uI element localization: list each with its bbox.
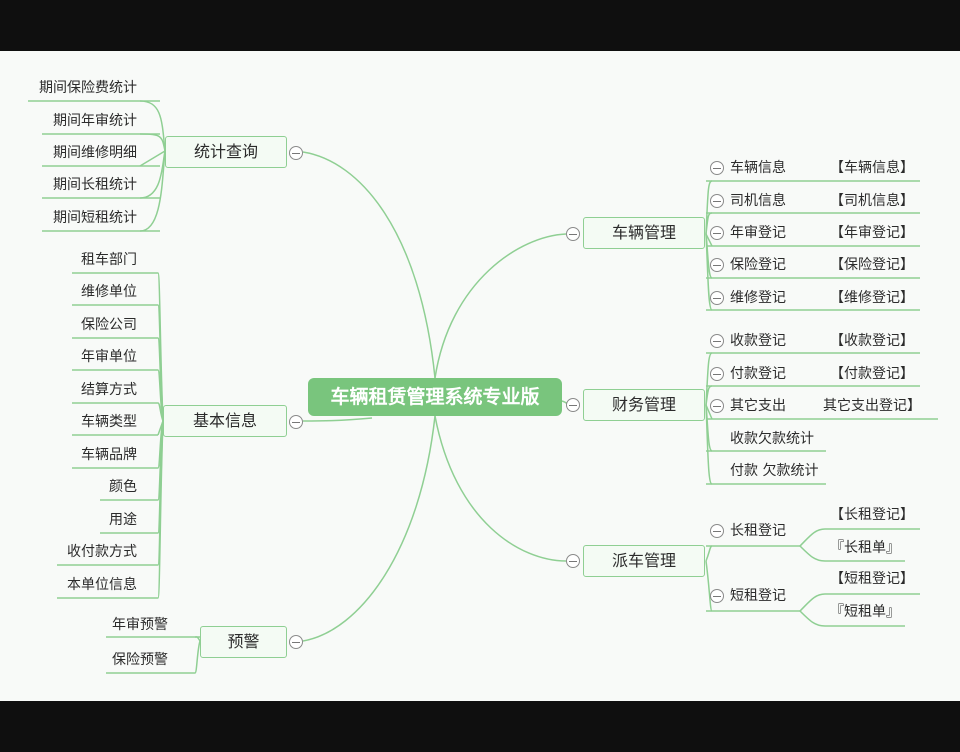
list-item[interactable]: 结算方式 [81,382,137,398]
list-item[interactable]: 期间长租统计 [53,177,137,193]
list-item[interactable]: 期间维修明细 [53,145,137,161]
top-letterbox [0,0,960,51]
list-item[interactable]: 期间年审统计 [53,113,137,129]
bottom-letterbox [0,701,960,752]
collapse-icon[interactable] [566,554,580,568]
list-item[interactable]: 收款欠款统计 [730,431,814,447]
list-item[interactable]: 维修单位 [81,284,137,300]
collapse-icon[interactable] [566,398,580,412]
link-tag[interactable]: 【长租登记】 [830,507,914,523]
list-item[interactable]: 租车部门 [81,252,137,268]
list-item[interactable]: 车辆品牌 [81,447,137,463]
collapse-icon[interactable] [710,291,724,305]
collapse-icon[interactable] [710,161,724,175]
link-tag[interactable]: 【年审登记】 [830,225,914,241]
list-item[interactable]: 付款登记 [730,366,786,382]
list-item[interactable]: 年审登记 [730,225,786,241]
branch-basic-info[interactable]: 基本信息 [163,405,287,437]
list-item[interactable]: 司机信息 [730,193,786,209]
list-item[interactable]: 短租登记 [730,588,786,604]
list-item[interactable]: 年审单位 [81,349,137,365]
collapse-icon[interactable] [289,415,303,429]
link-tag[interactable]: 其它支出登记】 [823,398,921,414]
list-item[interactable]: 用途 [109,512,137,528]
list-item[interactable]: 长租登记 [730,523,786,539]
link-tag[interactable]: 『长租单』 [830,540,900,556]
collapse-icon[interactable] [710,367,724,381]
list-item[interactable]: 车辆类型 [81,414,137,430]
list-item[interactable]: 维修登记 [730,290,786,306]
list-item[interactable]: 保险公司 [81,317,137,333]
list-item[interactable]: 保险登记 [730,257,786,273]
link-tag[interactable]: 『短租单』 [830,604,900,620]
list-item[interactable]: 收款登记 [730,333,786,349]
branch-warning[interactable]: 预警 [200,626,287,658]
list-item[interactable]: 期间保险费统计 [39,80,137,96]
list-item[interactable]: 本单位信息 [67,577,137,593]
branch-finance-management[interactable]: 财务管理 [583,389,705,421]
link-tag[interactable]: 【短租登记】 [830,571,914,587]
list-item[interactable]: 付款 欠款统计 [730,463,819,479]
collapse-icon[interactable] [710,194,724,208]
link-tag[interactable]: 【司机信息】 [830,193,914,209]
branch-vehicle-management[interactable]: 车辆管理 [583,217,705,249]
collapse-icon[interactable] [710,334,724,348]
list-item[interactable]: 其它支出 [730,398,786,414]
list-item[interactable]: 颜色 [109,479,137,495]
central-topic[interactable]: 车辆租赁管理系统专业版 [308,378,562,416]
list-item[interactable]: 期间短租统计 [53,210,137,226]
collapse-icon[interactable] [710,258,724,272]
link-tag[interactable]: 【维修登记】 [830,290,914,306]
list-item[interactable]: 收付款方式 [67,544,137,560]
collapse-icon[interactable] [710,589,724,603]
collapse-icon[interactable] [710,399,724,413]
link-tag[interactable]: 【保险登记】 [830,257,914,273]
link-tag[interactable]: 【收款登记】 [830,333,914,349]
mindmap-canvas: 车辆租赁管理系统专业版 统计查询 基本信息 预警 车辆管理 财务管理 派车管理 … [0,51,960,701]
link-tag[interactable]: 【车辆信息】 [830,160,914,176]
connector-lines [28,100,938,674]
list-item[interactable]: 车辆信息 [730,160,786,176]
list-item[interactable]: 年审预警 [112,617,168,633]
link-tag[interactable]: 【付款登记】 [830,366,914,382]
branch-dispatch-management[interactable]: 派车管理 [583,545,705,577]
collapse-icon[interactable] [710,524,724,538]
collapse-icon[interactable] [566,227,580,241]
collapse-icon[interactable] [289,635,303,649]
branch-statistics-query[interactable]: 统计查询 [165,136,287,168]
list-item[interactable]: 保险预警 [112,652,168,668]
collapse-icon[interactable] [710,226,724,240]
collapse-icon[interactable] [289,146,303,160]
